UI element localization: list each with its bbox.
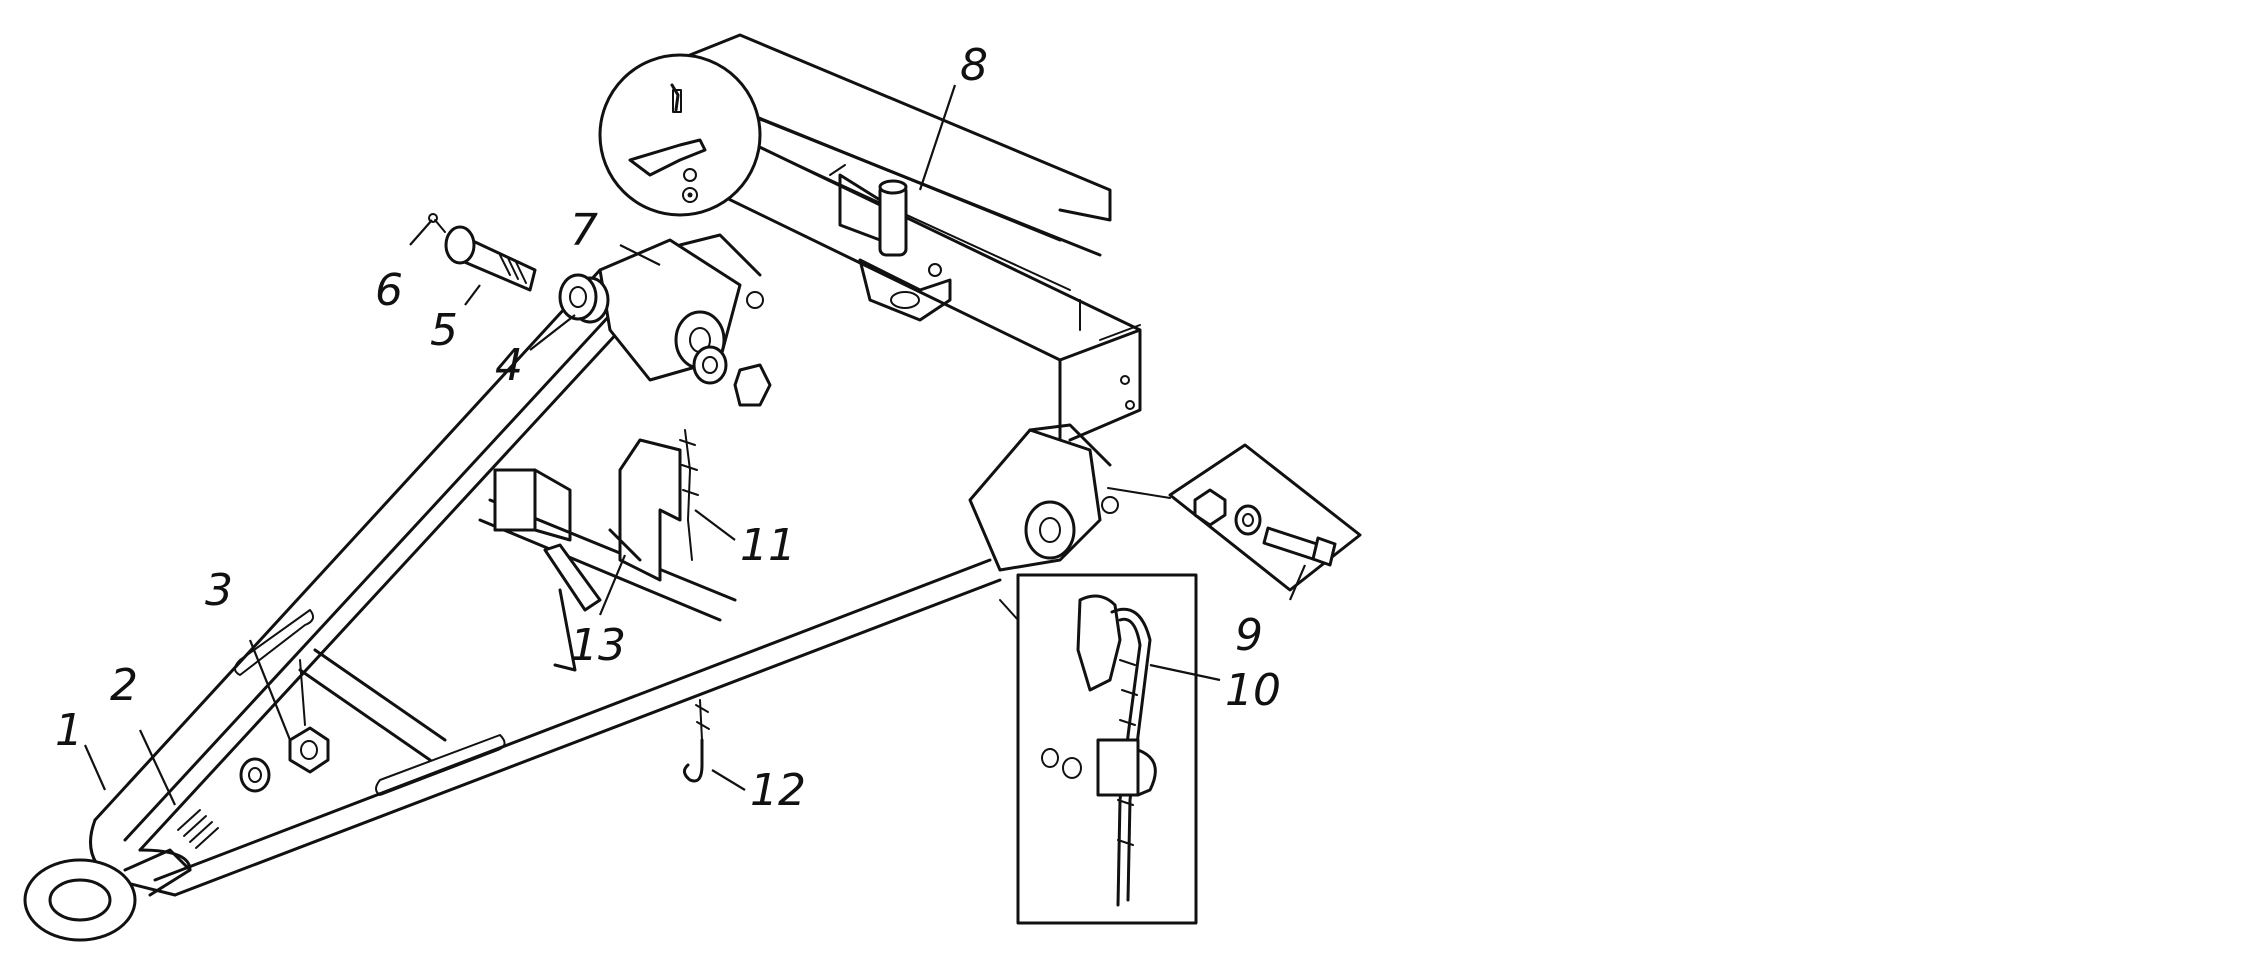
inset-bolt-nut-9 xyxy=(1107,443,1362,592)
inset-detail-circle xyxy=(598,53,762,217)
towbar-frame xyxy=(23,233,1119,942)
callout-12: 12 xyxy=(750,765,806,816)
callout-2: 2 xyxy=(110,660,138,711)
callout-leaders xyxy=(83,84,1307,806)
callout-1: 1 xyxy=(55,705,83,756)
callout-3: 3 xyxy=(205,565,233,616)
cotter-pin-6 xyxy=(428,213,446,233)
callout-13: 13 xyxy=(570,620,626,671)
callout-10: 10 xyxy=(1225,665,1281,716)
callout-11: 11 xyxy=(740,520,796,571)
callout-9: 9 xyxy=(1235,610,1263,661)
chain-11 xyxy=(679,429,699,561)
callout-8: 8 xyxy=(960,40,988,91)
bushing-4 xyxy=(558,273,610,324)
callout-5: 5 xyxy=(430,305,458,356)
coupling-pin xyxy=(829,164,952,322)
washer-and-nut-left-yoke xyxy=(692,345,772,407)
nut-and-washer-3 xyxy=(239,659,330,793)
callout-7: 7 xyxy=(570,205,598,256)
callout-labels: 1 2 3 4 5 6 7 8 9 10 11 12 13 xyxy=(55,40,1281,816)
hook-12 xyxy=(683,699,710,783)
callout-4: 4 xyxy=(495,340,523,391)
bolt-5 xyxy=(444,225,537,292)
inset-pin-detail-10 xyxy=(999,573,1198,925)
callout-6: 6 xyxy=(375,265,403,316)
